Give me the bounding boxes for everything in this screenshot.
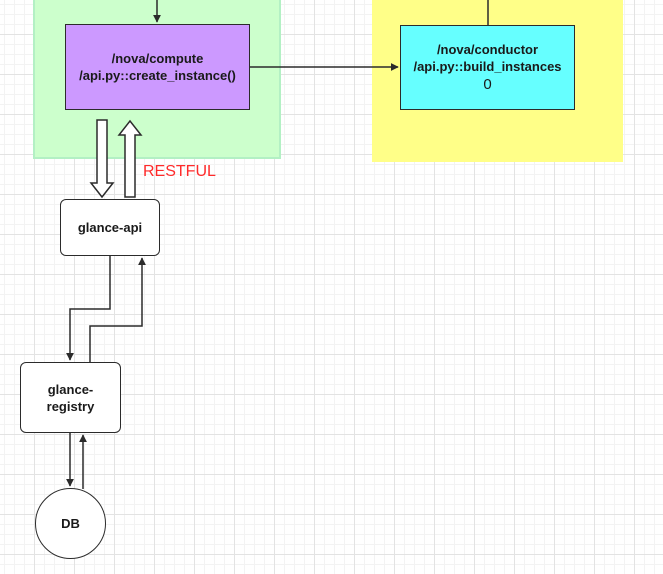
registry-to-glance-api-arrow xyxy=(89,257,146,362)
glance-api-node[interactable]: glance-api xyxy=(60,199,160,256)
db-node[interactable]: DB xyxy=(35,488,106,559)
conductor-node-line2: /api.py::build_instances xyxy=(413,59,562,74)
compute-node-line1: /nova/compute xyxy=(111,51,204,66)
nova-compute-create-instance-node[interactable]: /nova/compute /api.py::create_instance() xyxy=(65,24,250,110)
conductor-node-line1: /nova/conductor xyxy=(436,42,539,57)
glance-api-label: glance-api xyxy=(77,220,143,235)
glance-registry-line2: registry xyxy=(46,398,95,414)
glance-api-to-compute-hollow-arrow xyxy=(117,119,143,198)
restful-edge-label: RESTFUL xyxy=(143,163,216,180)
compute-node-line2: /api.py::create_instance() xyxy=(79,68,236,83)
conductor-node-line3: 0 xyxy=(483,76,492,93)
db-label: DB xyxy=(61,516,80,531)
glance-registry-node[interactable]: glance- registry xyxy=(20,362,121,433)
glance-api-to-registry-arrow xyxy=(66,256,111,361)
glance-registry-line1: glance- xyxy=(47,381,94,397)
nova-conductor-build-instances-node[interactable]: /nova/conductor /api.py::build_instances… xyxy=(400,25,575,110)
compute-to-glance-api-hollow-arrow xyxy=(89,119,115,199)
